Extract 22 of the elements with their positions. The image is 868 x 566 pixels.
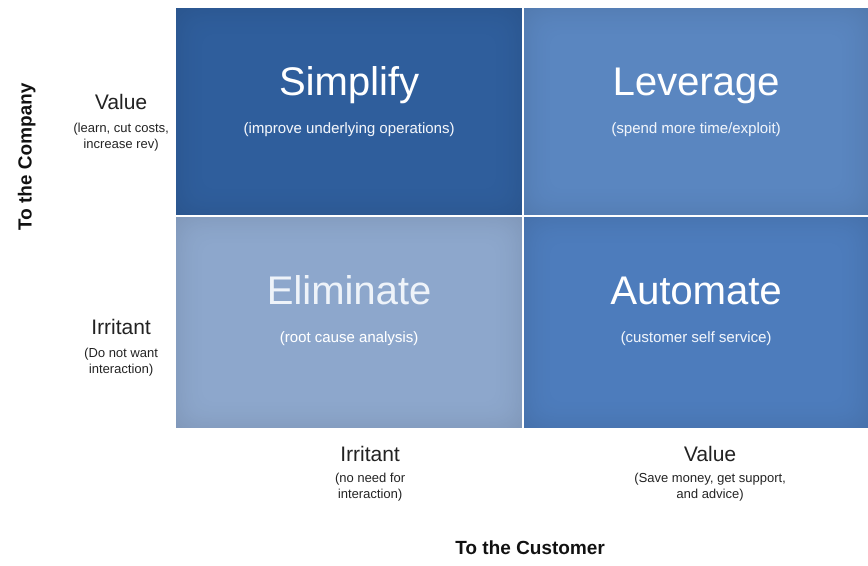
axis-value-label: Value [94, 90, 148, 116]
axis-note: (Save money, get support, and advice) [633, 470, 787, 502]
axis-note: (learn, cut costs, increase rev) [72, 120, 170, 152]
quadrant-subtitle: (spend more time/exploit) [610, 120, 782, 137]
axis-value-label: Irritant [90, 315, 152, 340]
quadrant-box [176, 8, 522, 215]
quadrant-title: Eliminate [266, 269, 432, 314]
axis-note: (Do not want interaction) [83, 345, 159, 376]
quadrant-box [524, 8, 868, 215]
axis-title: To the Company [16, 82, 38, 232]
quadrant-title: Leverage [612, 60, 780, 105]
quadrant-subtitle: (root cause analysis) [278, 329, 420, 346]
quadrant-title: Automate [609, 269, 783, 314]
quadrant-subtitle: (improve underlying operations) [242, 120, 456, 137]
axis-note: (no need for interaction) [334, 470, 406, 502]
axis-value-label: Irritant [339, 442, 401, 468]
quadrant-box [524, 217, 868, 428]
quadrant-subtitle: (customer self service) [620, 329, 772, 346]
axis-title: To the Customer [454, 538, 606, 561]
quadrant-box [176, 217, 522, 428]
axis-value-label: Value [682, 442, 738, 468]
quadrant-title: Simplify [278, 60, 420, 105]
